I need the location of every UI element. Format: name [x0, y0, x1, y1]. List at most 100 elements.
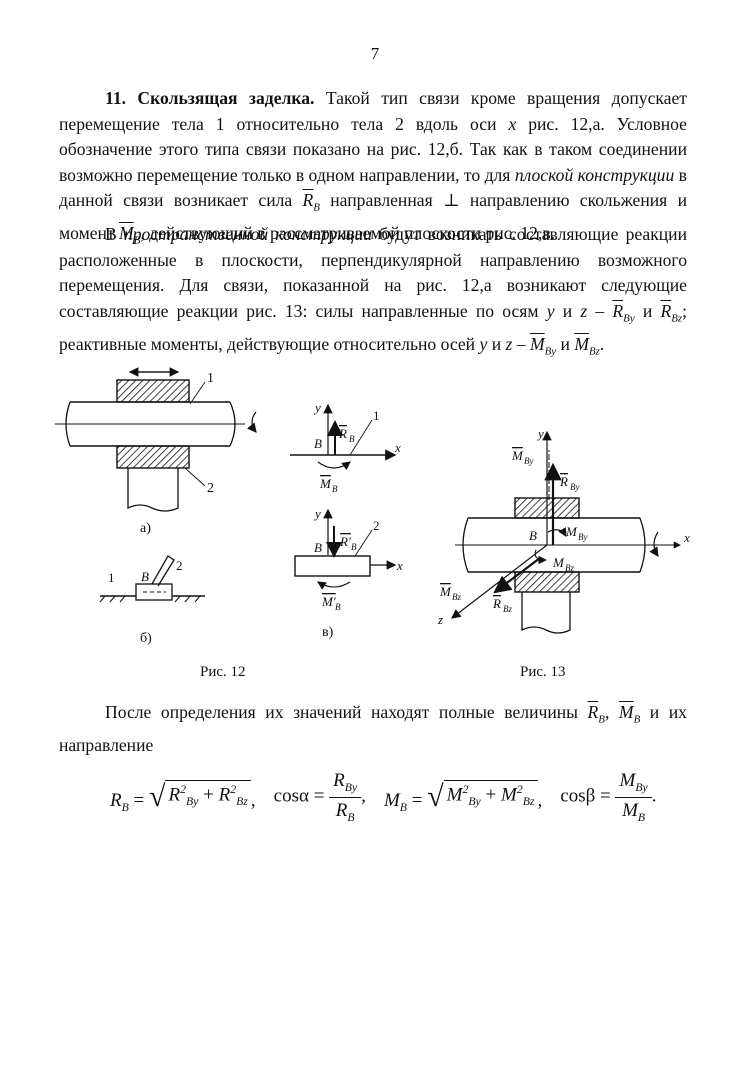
sub: B — [399, 800, 407, 814]
support-body — [521, 592, 571, 634]
ground-hatch — [99, 595, 201, 603]
sup: 2 — [230, 782, 237, 796]
sub: Bz — [236, 794, 248, 808]
paragraph-full-values: После определения их значений находят по… — [59, 700, 687, 759]
label-x: x — [396, 558, 403, 573]
eq: = — [308, 785, 330, 807]
label-B: B — [141, 569, 149, 584]
sub: By — [635, 780, 648, 794]
subscript: By — [623, 312, 635, 325]
text: – — [512, 333, 530, 354]
formula-MB: MB = √M2By + M2Bz, — [383, 779, 542, 815]
leader-2 — [354, 529, 373, 557]
symbol-MBz: M — [574, 333, 590, 354]
text: После определения их значений находят по… — [105, 702, 588, 722]
label-MBy-arc-sub: By — [578, 532, 588, 542]
symbol-RB: R — [587, 702, 599, 722]
radical-sign: √ — [149, 779, 166, 813]
italic-term: плоской конструкции — [514, 164, 675, 185]
numerator: MBy — [615, 769, 652, 798]
text: направленная ⊥ направлению скольжения и … — [59, 190, 687, 244]
period: . — [651, 785, 657, 807]
sub: By — [185, 794, 199, 808]
plus: + — [480, 783, 502, 805]
eq: = — [406, 789, 428, 811]
sqrt-RB: √R2By + R2Bz — [149, 779, 251, 814]
text: и — [487, 333, 506, 354]
leader-2 — [184, 467, 206, 487]
sym-M: M — [383, 789, 400, 811]
formula-RB: RB = √R2By + R2Bz, — [110, 779, 256, 815]
fig12a-diagram: 1 2 а) — [55, 367, 257, 536]
subscript: Bz — [589, 345, 600, 358]
text: Такой тип связи кроме вращения допускает… — [59, 88, 687, 134]
label-RBz: R — [492, 596, 501, 611]
denominator: MB — [622, 798, 645, 825]
paragraph-spatial-construction: В пространственной конструкции будут воз… — [59, 222, 687, 365]
symbol-y: y — [546, 300, 555, 321]
sym-M: M — [446, 783, 463, 805]
symbol-MB: M — [618, 702, 634, 722]
text: , — [604, 702, 619, 722]
label-MBz-sub: Bz — [452, 592, 461, 602]
label-y: y — [313, 506, 321, 521]
text: и — [556, 333, 575, 354]
label-MB-prime-sub: B — [335, 602, 341, 612]
label-2: 2 — [373, 518, 380, 533]
force-RBz — [493, 557, 541, 594]
radicand: M2By + M2Bz — [443, 779, 538, 814]
alpha: α — [298, 785, 309, 807]
label-MBz-arc-sub: Bz — [565, 563, 574, 573]
radical-sign: √ — [427, 779, 444, 813]
sup: 2 — [462, 782, 469, 796]
label-RBz-sub: Bz — [503, 604, 512, 614]
text: , действующий в рассматриваемой плоскост… — [140, 223, 556, 244]
subscript: B — [633, 713, 641, 726]
sub: B — [121, 800, 129, 814]
sym-R: R — [110, 789, 122, 811]
label-RB-prime: R′ — [339, 534, 351, 549]
text: в данной связи возникает сила — [59, 164, 687, 211]
symbol-z: z — [505, 333, 513, 354]
page-number: 7 — [370, 44, 380, 63]
sleeve-bottom — [514, 571, 580, 593]
sym-M: M — [619, 769, 636, 791]
symbol-RBz: R — [660, 300, 672, 321]
eq: = — [128, 789, 150, 811]
fig12b-diagram: B 2 1 б) — [99, 555, 205, 646]
figures-svg: 1 2 а) B 2 1 б) y x B R B 1 M B — [55, 367, 690, 680]
fig13-caption: Рис. 13 — [520, 664, 566, 680]
symbol-x: x — [508, 113, 517, 134]
label-RBy: R — [559, 474, 568, 489]
subscript: Bz — [671, 312, 683, 325]
label-2: 2 — [207, 481, 214, 496]
text: В — [105, 224, 124, 244]
label-B: B — [314, 436, 322, 451]
label-MBy-top-sub: By — [524, 456, 534, 466]
sub-label-a: а) — [140, 521, 151, 536]
label-B: B — [529, 528, 537, 543]
denominator: RB — [336, 798, 355, 825]
rod-2 — [151, 555, 175, 587]
sub: B — [637, 810, 646, 824]
label-1: 1 — [207, 371, 214, 386]
sub: By — [468, 794, 481, 808]
text: рис. 12,а. Условное обозначение этого ти… — [59, 113, 687, 185]
leader-1 — [349, 419, 373, 456]
sleeve-top — [116, 379, 190, 403]
sub-label-b: б) — [140, 631, 152, 646]
moment-MBz-arc — [534, 549, 548, 565]
sym-M: M — [622, 799, 638, 821]
moment-MBy-arc — [547, 527, 567, 537]
sym-R: R — [218, 783, 231, 805]
label-1: 1 — [108, 570, 115, 585]
subscript: By — [544, 345, 557, 358]
paragraph-sliding-clamp: 11. Скользящая заделка. Такой тип связи … — [59, 86, 687, 254]
sleeve-bottom — [116, 445, 190, 469]
label-x: x — [394, 440, 401, 455]
symbol-RB: R — [302, 190, 314, 210]
